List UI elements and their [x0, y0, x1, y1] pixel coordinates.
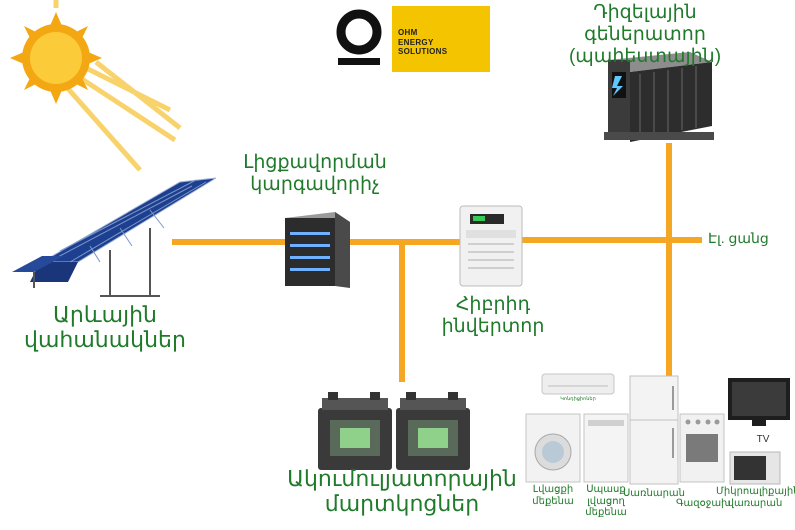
label-refrigerator: Սառնարան [622, 488, 686, 499]
washing-machine-icon [525, 413, 581, 483]
wires [172, 143, 702, 382]
label-generator: Դիզելային գեներատոր (պահեստային) [568, 2, 722, 67]
air-conditioner-icon [541, 373, 615, 395]
label-batteries: Ակումուլյատորային մարտկոցներ [287, 466, 517, 517]
label-charge-controller: Լիցքավորման կարգավորիչ [243, 152, 387, 195]
ohm-logo-box: OHM ENERGY SOLUTIONS [392, 6, 490, 72]
dishwasher-icon [583, 413, 629, 483]
label-tv: TV [756, 434, 770, 445]
logo-line-2: ENERGY [398, 37, 434, 47]
logo-line-1: OHM [398, 28, 418, 37]
hybrid-inverter-icon [459, 205, 523, 287]
sun-icon [10, 0, 182, 172]
battery-1-icon [318, 392, 392, 470]
tv-icon [728, 378, 790, 426]
ohm-logo-mark [330, 6, 388, 72]
label-dishwasher: Սպասք լվացող մեքենա [585, 484, 627, 518]
label-hybrid-inverter: Հիբրիդ ինվերտոր [441, 294, 545, 337]
batteries-icon [318, 392, 470, 470]
logo-line-3: SOLUTIONS [398, 47, 448, 57]
label-solar-panels: Արևային վահանակներ [24, 302, 186, 353]
label-grid: Էլ. ցանց [708, 230, 769, 246]
battery-2-icon [396, 392, 470, 470]
charge-controller-icon [285, 212, 350, 288]
label-gas-stove: Գազօջախ [676, 498, 731, 509]
appliances-group [525, 373, 790, 485]
logo-text: OHM ENERGY SOLUTIONS [398, 28, 447, 57]
label-washing-machine: Լվացքի մեքենա [532, 484, 574, 507]
gas-stove-icon [679, 413, 725, 483]
solar-panels-icon [12, 177, 217, 297]
microwave-icon [729, 451, 781, 485]
diesel-generator-icon [604, 52, 714, 142]
label-air-conditioner: Կոնդիցիոներ [560, 396, 596, 402]
label-microwave: Միկրոալիքային վառարան [716, 486, 795, 509]
refrigerator-icon [629, 375, 679, 485]
